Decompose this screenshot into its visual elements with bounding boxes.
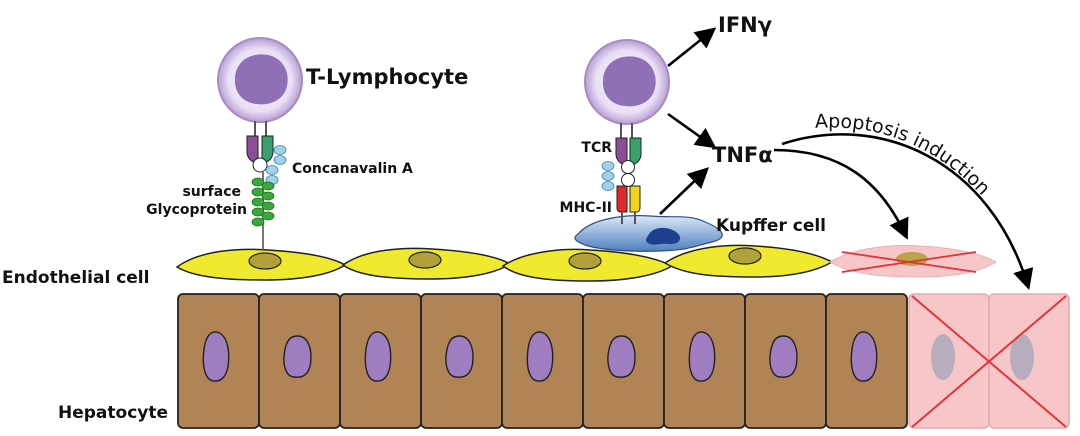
concanavalin-a-molecule [265, 145, 287, 185]
hepatocyte-nucleus [364, 331, 392, 382]
hepatocyte-nucleus [202, 331, 230, 382]
glycoprotein-molecule [251, 177, 275, 227]
arrow-to-tnf-alpha-from-kupffer [659, 167, 710, 215]
apoptotic-hepatocytes [908, 293, 1070, 429]
t-cell-nucleus [602, 56, 656, 107]
apoptotic-hepatocyte-nucleus [1010, 334, 1034, 380]
apoptotic-endothelial-cross [841, 251, 977, 273]
arrow-to-ifn-gamma [667, 27, 717, 68]
kupffer-nucleus [645, 227, 681, 245]
endothelial-nucleus [248, 252, 282, 270]
label-tnf-alpha: TNFα [712, 143, 773, 167]
label-t-lymphocyte: T-Lymphocyte [306, 65, 468, 89]
kupffer-cell [574, 215, 723, 252]
hepatocyte-nucleus [850, 331, 878, 382]
t-lymphocyte-left [217, 37, 303, 250]
hepatocyte-nucleus [283, 335, 312, 378]
label-ifn-gamma: IFNγ [718, 13, 772, 37]
hepatocyte-nucleus [607, 335, 636, 378]
label-apoptosis-induction: Apoptosis induction [814, 110, 994, 199]
t-lymphocyte-right [584, 39, 670, 224]
label-glycoprotein: Glycoprotein [146, 202, 247, 218]
mhc-binding-pocket [621, 173, 635, 187]
label-tcr: TCR [581, 140, 612, 156]
hepatocyte-nucleus [769, 335, 798, 378]
label-hepatocyte: Hepatocyte [58, 403, 168, 423]
apoptotic-hepatocyte-nucleus [931, 334, 955, 380]
arrow-to-tnf-alpha-from-tcell [667, 112, 717, 149]
mhc-ii-red-chain [616, 185, 628, 213]
tcr-green-chain [629, 137, 642, 166]
mhc-ii-yellow-chain [629, 185, 641, 213]
label-endothelial-cell: Endothelial cell [2, 268, 149, 288]
label-surface: surface [182, 184, 241, 200]
label-mhc-ii: MHC-II [560, 200, 612, 216]
t-cell-nucleus [234, 54, 288, 105]
hepatocyte-nucleus [445, 335, 474, 378]
tcr-binding-pocket [252, 157, 268, 173]
arrows [659, 27, 1034, 290]
hepatocyte-layer [177, 293, 908, 429]
arrow-to-endothelial-apoptosis [773, 148, 909, 240]
label-kupffer-cell: Kupffer cell [716, 216, 826, 236]
endothelial-nucleus [728, 247, 762, 265]
label-concanavalin-a: Concanavalin A [292, 161, 413, 177]
endothelial-nucleus [568, 252, 602, 270]
endothelial-nucleus [408, 251, 442, 269]
apoptotic-hepatocyte-cross [911, 295, 1067, 428]
apoptosis-induction-path: Apoptosis induction [814, 110, 994, 199]
arrow-to-hepatocyte-apoptosis [781, 133, 1034, 290]
concanavalin-a-molecule [601, 161, 615, 191]
hepatocyte-nucleus [688, 331, 716, 382]
tcr-binding-pocket [621, 160, 635, 174]
hepatocyte-nucleus [526, 331, 554, 382]
endothelial-layer [175, 244, 997, 282]
